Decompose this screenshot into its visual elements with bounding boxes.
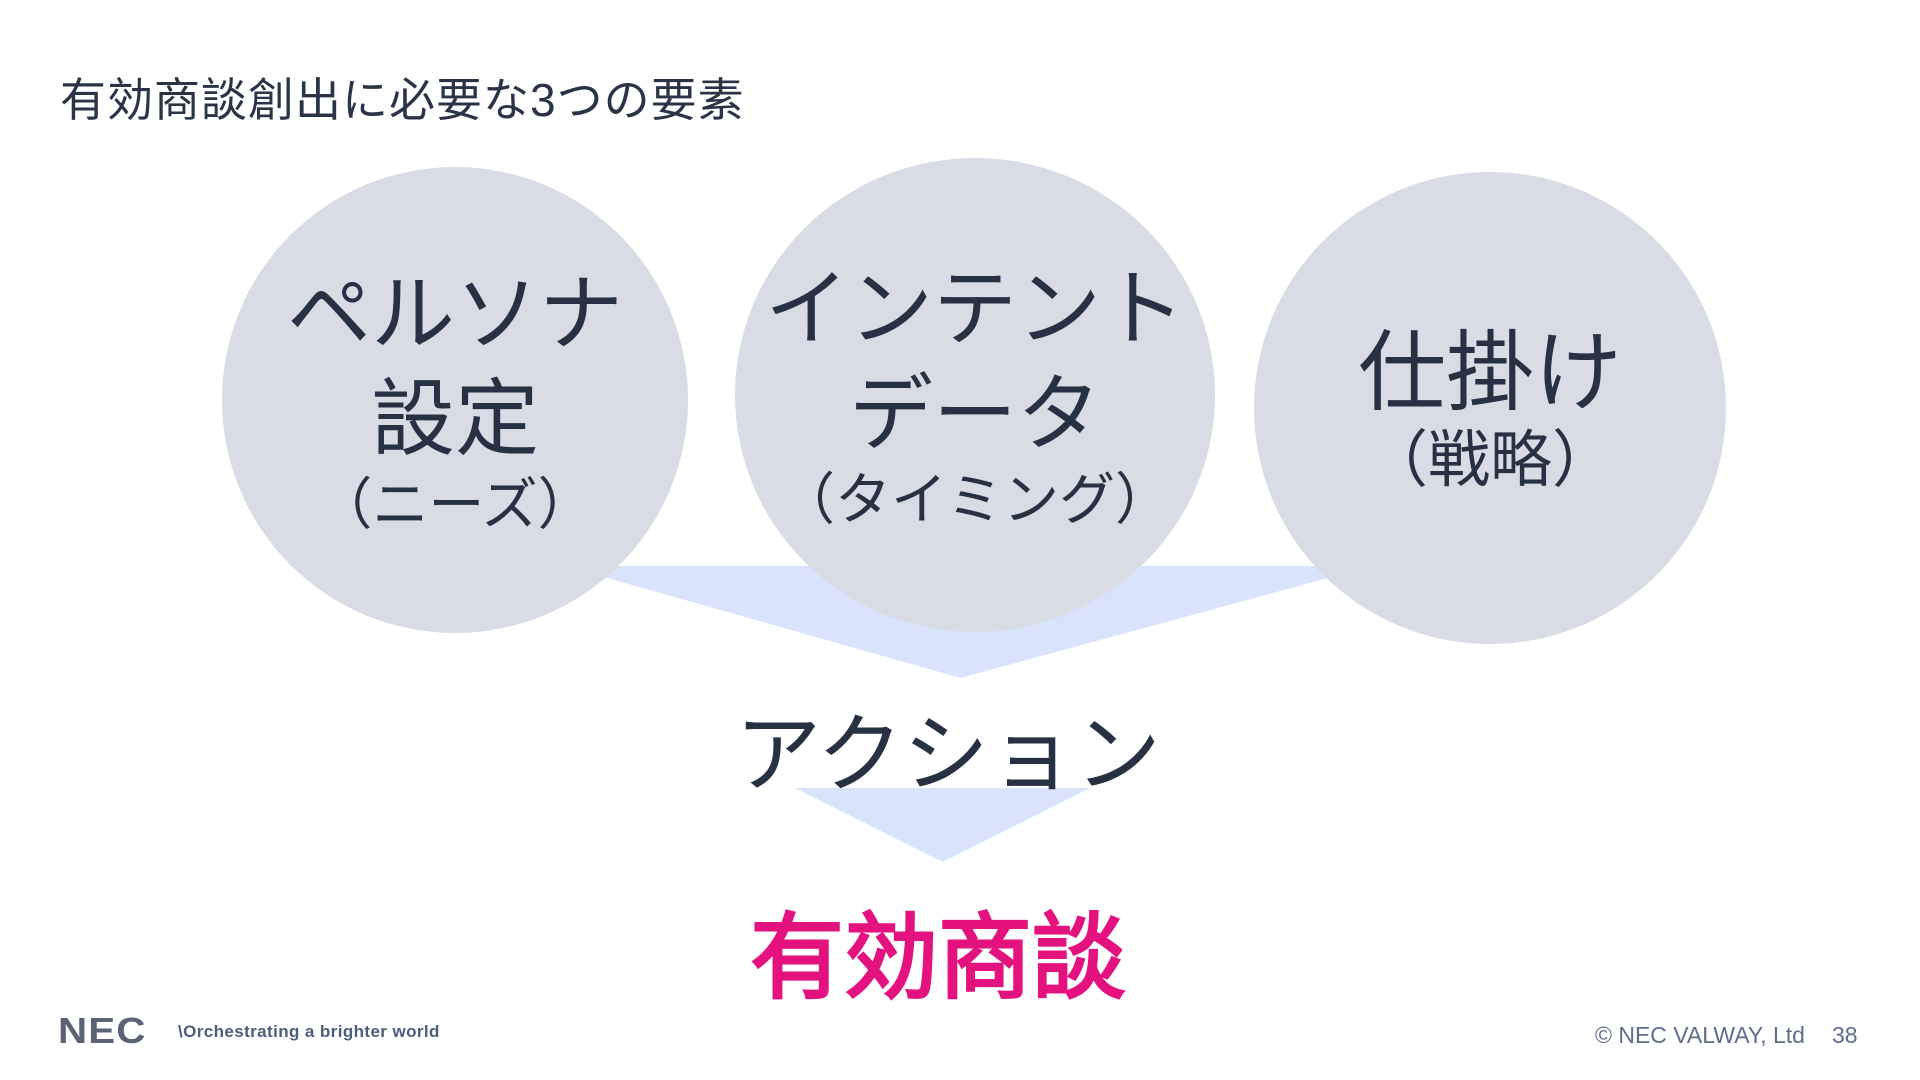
- page-number: 38: [1832, 1022, 1858, 1048]
- result-label: 有効商談: [749, 905, 1126, 1010]
- circle-strategy-subtitle: （戦略）: [1365, 426, 1614, 495]
- footer-copyright: © NEC VALWAY, Ltd: [1595, 1022, 1805, 1048]
- circle-persona-line-1: ペルソナ: [286, 267, 623, 361]
- circle-intent-line-1: インテント: [764, 262, 1185, 356]
- circle-intent-line-2: データ: [848, 367, 1101, 461]
- circle-persona-subtitle: （ニーズ）: [316, 473, 594, 536]
- circle-strategy-line-1: 仕掛け: [1357, 323, 1622, 422]
- circle-intent-subtitle: （タイミング）: [779, 468, 1171, 531]
- action-label: アクション: [735, 707, 1161, 803]
- circle-strategy: 仕掛け （戦略）: [1254, 172, 1726, 644]
- circle-persona-line-2: 設定: [370, 372, 539, 466]
- circle-intent-data: インテント データ （タイミング）: [735, 158, 1215, 632]
- nec-logo: NEC: [58, 1010, 147, 1051]
- circle-persona: ペルソナ 設定 （ニーズ）: [222, 167, 688, 633]
- nec-tagline: \Orchestrating a brighter world: [178, 1022, 440, 1041]
- page-title: 有効商談創出に必要な3つの要素: [60, 74, 745, 126]
